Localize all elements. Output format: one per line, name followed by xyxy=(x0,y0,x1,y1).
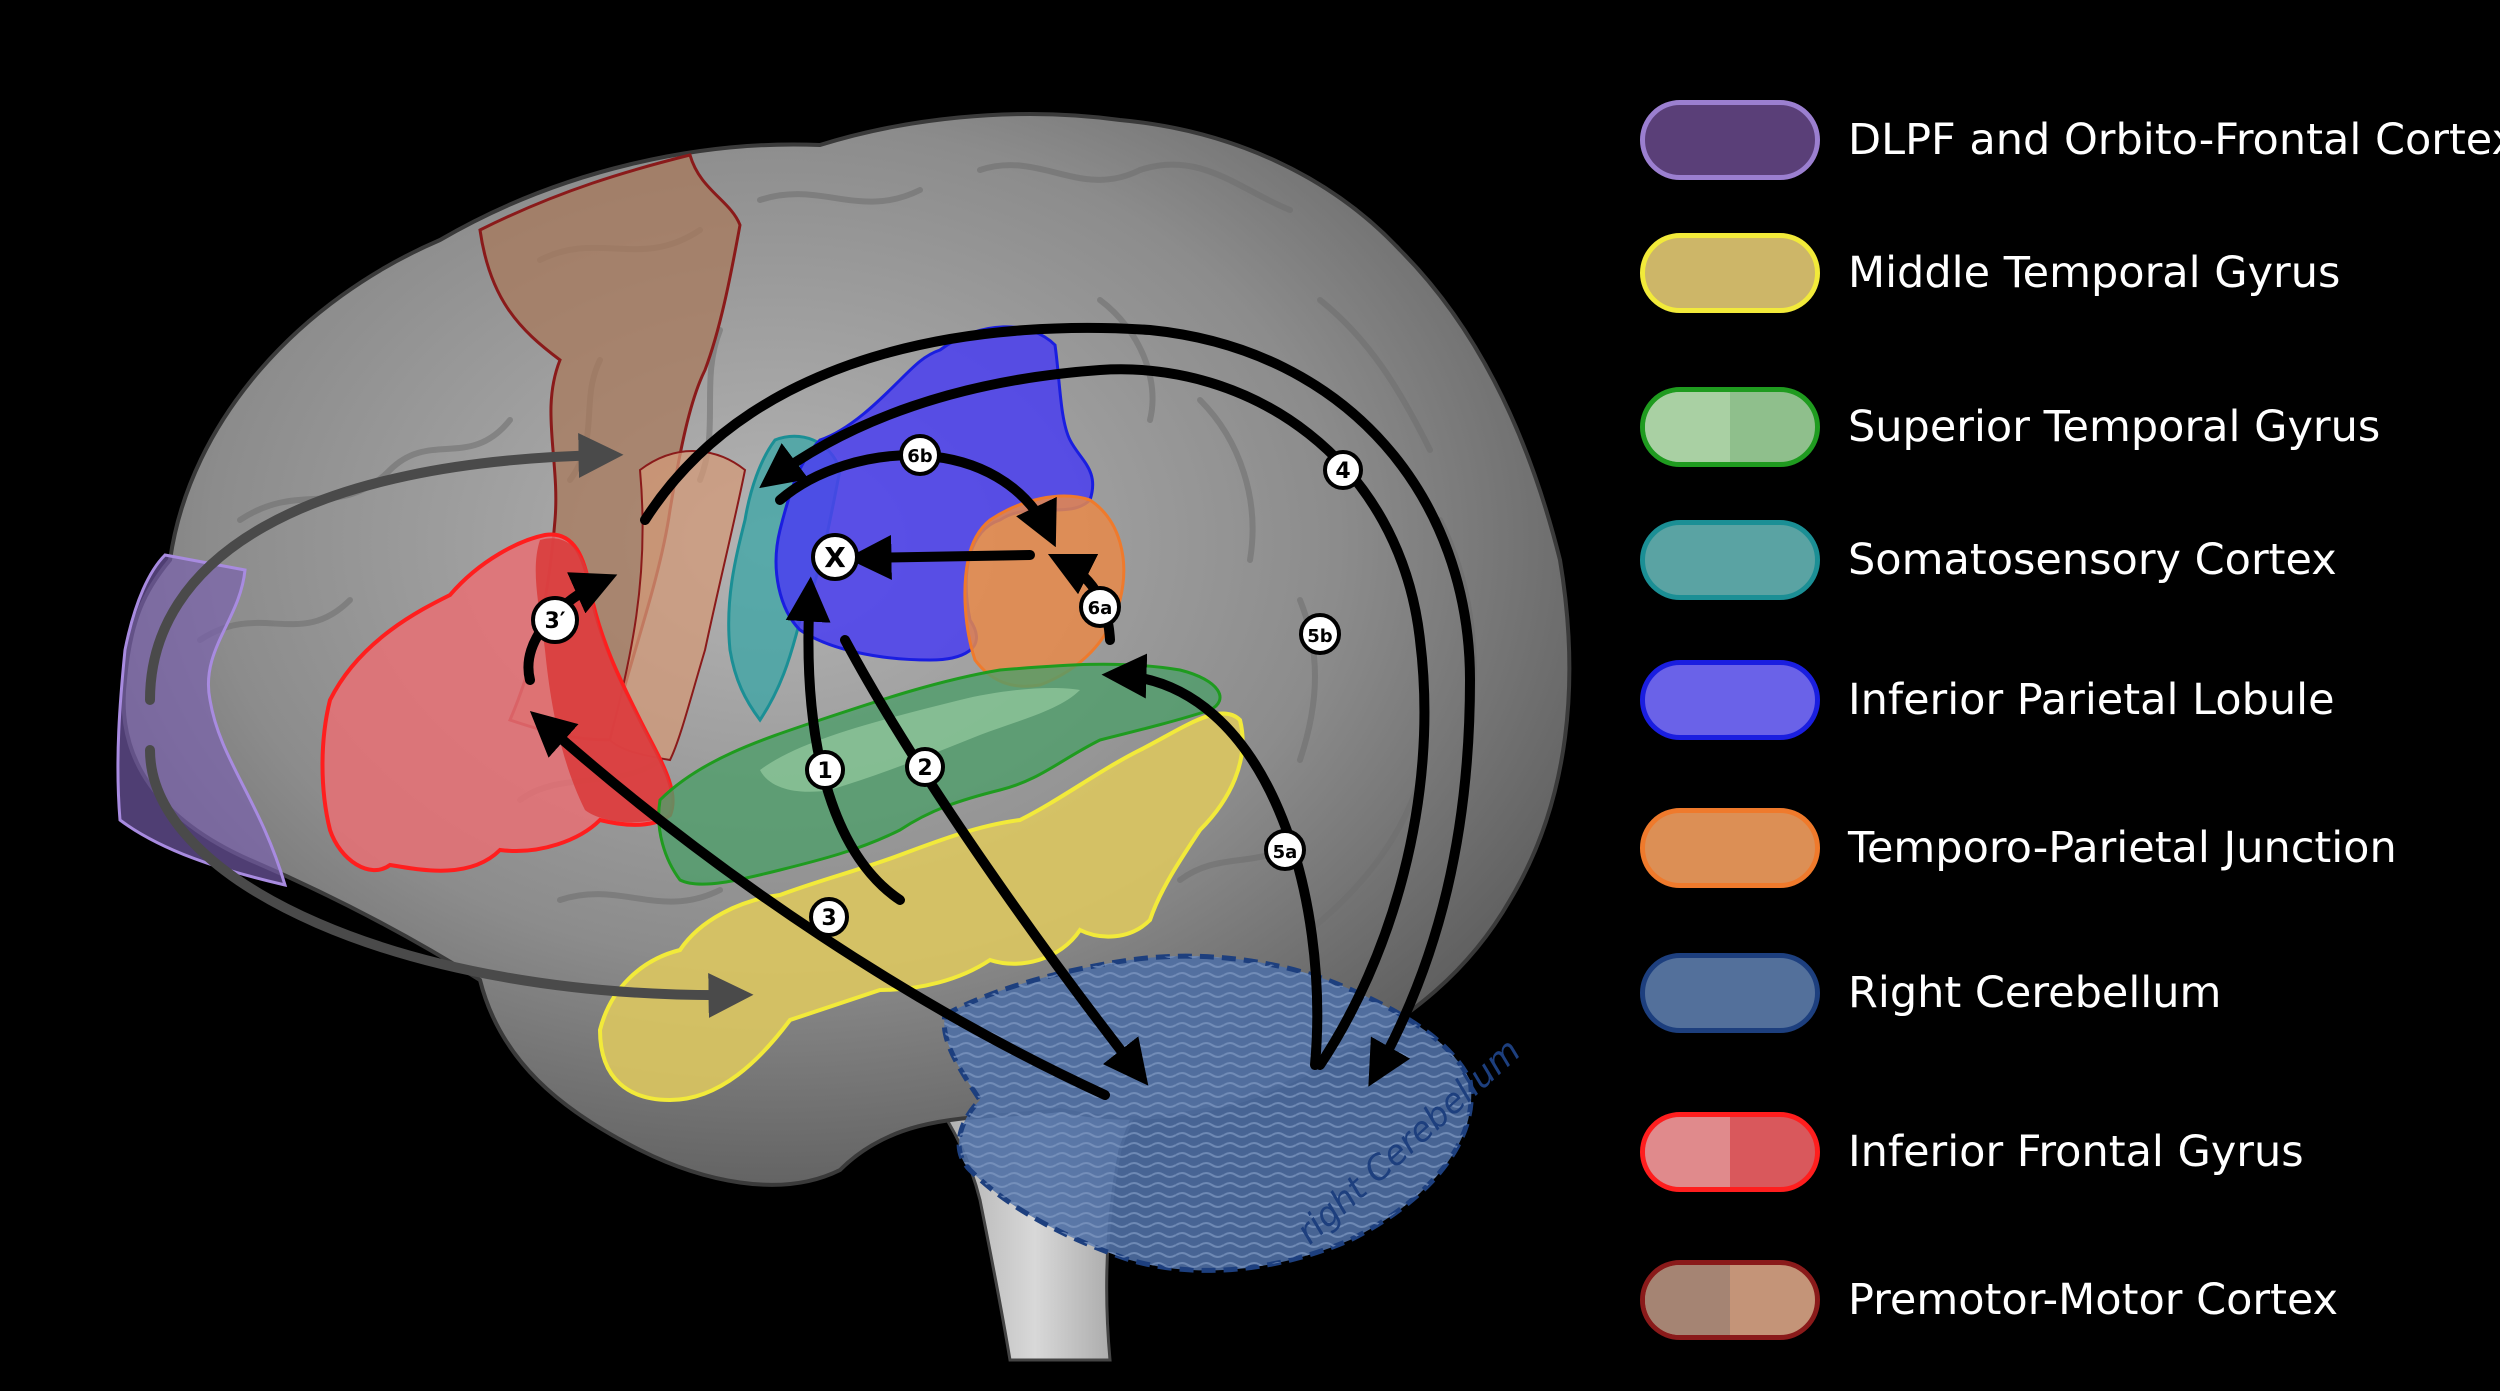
legend-swatch xyxy=(1640,100,1820,180)
arrow-dlpf-to-mtg xyxy=(145,745,754,1018)
svg-text:3: 3 xyxy=(821,906,836,931)
marker-2: 2 xyxy=(905,747,945,787)
legend-label: Inferior Parietal Lobule xyxy=(1848,675,2335,725)
gyri-texture xyxy=(197,161,1477,933)
svg-text:5b: 5b xyxy=(1307,626,1333,647)
legend-label: Right Cerebellum xyxy=(1848,968,2222,1018)
legend-item: Inferior Parietal Lobule xyxy=(1640,655,2335,745)
legend-item: Superior Temporal Gyrus xyxy=(1640,382,2380,472)
svg-text:6a: 6a xyxy=(1088,598,1113,619)
svg-text:4: 4 xyxy=(1335,459,1350,484)
marker-6b: 6b xyxy=(899,434,941,476)
legend-label: Middle Temporal Gyrus xyxy=(1848,248,2341,298)
marker-3prime: 3′ xyxy=(531,596,579,644)
legend-item: Somatosensory Cortex xyxy=(1640,515,2337,605)
svg-text:1: 1 xyxy=(817,759,832,784)
legend-swatch xyxy=(1640,660,1820,740)
legend-label: Superior Temporal Gyrus xyxy=(1848,402,2381,452)
gray-arrows xyxy=(145,433,754,1018)
region-mtg xyxy=(597,711,1245,1103)
svg-text:6b: 6b xyxy=(907,446,933,467)
svg-text:3′: 3′ xyxy=(544,609,565,634)
arrow-tpj-to-x xyxy=(846,534,1035,580)
legend-item: Right Cerebellum xyxy=(1640,948,2221,1038)
region-premotor-motor-light xyxy=(608,450,747,762)
svg-text:2: 2 xyxy=(917,756,932,781)
arrow-dlpf-to-premotor xyxy=(145,433,624,705)
svg-text:5a: 5a xyxy=(1273,842,1298,863)
legend-item: Inferior Frontal Gyrus xyxy=(1640,1107,2304,1197)
legend-item: Middle Temporal Gyrus xyxy=(1640,228,2340,318)
legend-item: Temporo-Parietal Junction xyxy=(1640,803,2397,893)
legend-label: Somatosensory Cortex xyxy=(1848,535,2337,585)
arrow-4 xyxy=(640,322,1476,1087)
markers: 1 2 3 3′ 4 5b 5a 6a 6b X xyxy=(531,434,1363,937)
arrow-2 xyxy=(840,635,1149,1086)
arrow-1 xyxy=(785,576,905,905)
legend-swatch xyxy=(1640,1260,1820,1340)
legend-item: Premotor-Motor Cortex xyxy=(1640,1255,2338,1345)
legend-label: DLPF and Orbito-Frontal Cortex xyxy=(1848,115,2500,165)
legend-swatch xyxy=(1640,808,1820,888)
marker-6a: 6a xyxy=(1079,586,1121,628)
legend-swatch xyxy=(1640,1112,1820,1192)
marker-5b: 5b xyxy=(1299,613,1341,655)
arrow-5b xyxy=(759,364,1430,1070)
black-arrows xyxy=(523,322,1476,1100)
legend-swatch xyxy=(1640,953,1820,1033)
marker-4: 4 xyxy=(1323,450,1363,490)
arrow-5a xyxy=(1101,653,1323,1070)
legend-label: Inferior Frontal Gyrus xyxy=(1848,1127,2304,1177)
svg-text:X: X xyxy=(824,541,846,574)
marker-5a: 5a xyxy=(1264,829,1306,871)
legend-swatch xyxy=(1640,233,1820,313)
legend-swatch xyxy=(1640,387,1820,467)
legend-item: DLPF and Orbito-Frontal Cortex xyxy=(1640,95,2500,185)
marker-3: 3 xyxy=(809,897,849,937)
legend-swatch xyxy=(1640,520,1820,600)
marker-1: 1 xyxy=(805,750,845,790)
marker-x: X xyxy=(811,533,859,581)
legend-label: Temporo-Parietal Junction xyxy=(1848,823,2397,873)
legend-label: Premotor-Motor Cortex xyxy=(1848,1275,2339,1325)
arrow-3 xyxy=(529,711,1110,1100)
